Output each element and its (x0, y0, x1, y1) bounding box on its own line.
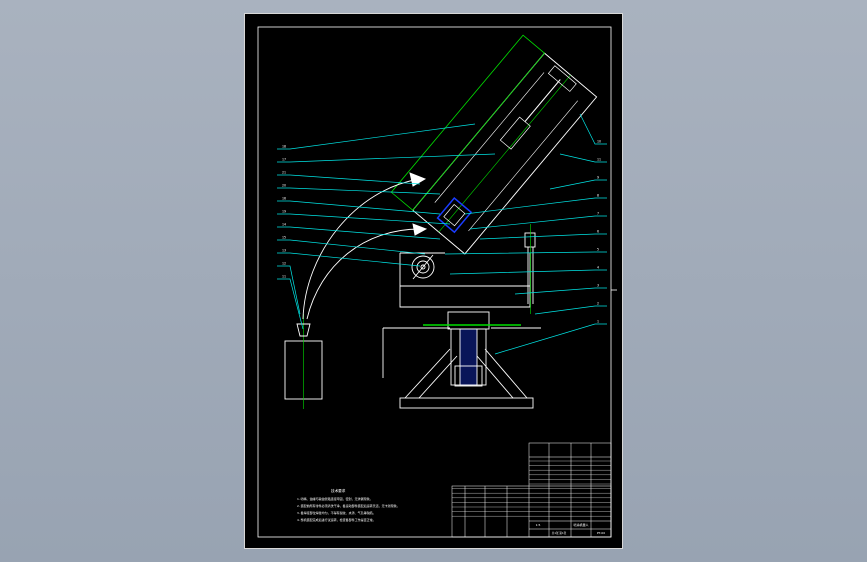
leader-line (449, 269, 607, 275)
leader-line (444, 251, 607, 255)
notes-title: 技术要求 (331, 488, 346, 493)
leader-line (277, 213, 451, 225)
balloon-number: 19 (282, 210, 286, 214)
balloon-number: 5 (597, 248, 599, 252)
oil-tank (284, 314, 323, 409)
leader-line (277, 265, 301, 315)
leader-line (277, 123, 476, 150)
balloon-number: 18 (282, 145, 286, 149)
left-leader-lines: 18 17 21 20 16 19 14 15 13 12 11 (277, 123, 496, 330)
balloon-number: 12 (282, 262, 286, 266)
leader-line (277, 226, 441, 240)
inner-frame (257, 26, 612, 538)
leader-line (277, 153, 496, 163)
balloon-number: 4 (597, 266, 599, 270)
balloon-number: 3 (597, 284, 599, 288)
balloon-number: 13 (282, 249, 286, 253)
balloon-number: 21 (282, 171, 286, 175)
leader-line (277, 200, 441, 215)
drawing-name: 喷涂机器人 (573, 522, 588, 527)
parts-list-rows (452, 460, 611, 517)
leader-line (464, 197, 607, 215)
note-line: 1.喷嘴、油罐与输油管路连接牢固，密封，无渗漏现象。 (297, 496, 373, 501)
leader-line (277, 174, 421, 185)
spray-arm (390, 34, 598, 255)
leader-line (277, 252, 421, 267)
balloon-number: 1 (597, 320, 599, 324)
drawing-scale: 1:5 (536, 523, 541, 527)
leader-line (549, 179, 607, 190)
balloon-number: 20 (282, 184, 286, 188)
leader-line (479, 233, 607, 240)
base-stand (382, 327, 541, 409)
balloon-number: 11 (282, 275, 286, 279)
leader-line (277, 278, 304, 330)
note-line: 2.装配前所有零件必须清洗干净，各运动部件装配后运转灵活，无卡滞现象。 (297, 503, 400, 508)
balloon-number: 16 (282, 197, 286, 201)
leader-line (514, 287, 607, 295)
leader-line (469, 215, 607, 230)
leader-line (277, 239, 426, 255)
balloon-number: 7 (597, 212, 599, 216)
technical-notes: 技术要求 1.喷嘴、油罐与输油管路连接牢固，密封，无渗漏现象。 2.装配前所有零… (297, 488, 400, 522)
balloon-number: 6 (597, 230, 599, 234)
note-line: 4.整机装配完成后进行试运转，检查各部件工作是否正常。 (297, 517, 376, 522)
balloon-number: 17 (282, 158, 286, 162)
drawing-number: PT-00 (597, 531, 605, 535)
support-column (423, 311, 521, 387)
leader-line (559, 153, 607, 163)
leader-line (534, 305, 607, 315)
balloon-number: 9 (597, 176, 599, 180)
support-strut (524, 224, 536, 314)
balloon-number: 10 (597, 140, 601, 144)
balloon-number: 11 (597, 158, 601, 162)
leader-line (277, 187, 441, 195)
leader-line (579, 113, 607, 145)
balloon-number: 14 (282, 223, 286, 227)
note-line: 3.各焊接部位焊缝均匀，不得有裂纹、夹渣、气孔等缺陷。 (297, 510, 376, 515)
balloon-number: 2 (597, 302, 599, 306)
right-leader-lines: 10 11 9 8 7 6 5 4 3 2 1 (444, 113, 607, 355)
turret-body (399, 252, 531, 308)
oil-hose (302, 172, 428, 320)
leader-line (494, 323, 607, 355)
drawing-sheet-count: 共1张 第1张 (552, 531, 567, 535)
balloon-number: 8 (597, 194, 599, 198)
balloon-number: 15 (282, 236, 286, 240)
